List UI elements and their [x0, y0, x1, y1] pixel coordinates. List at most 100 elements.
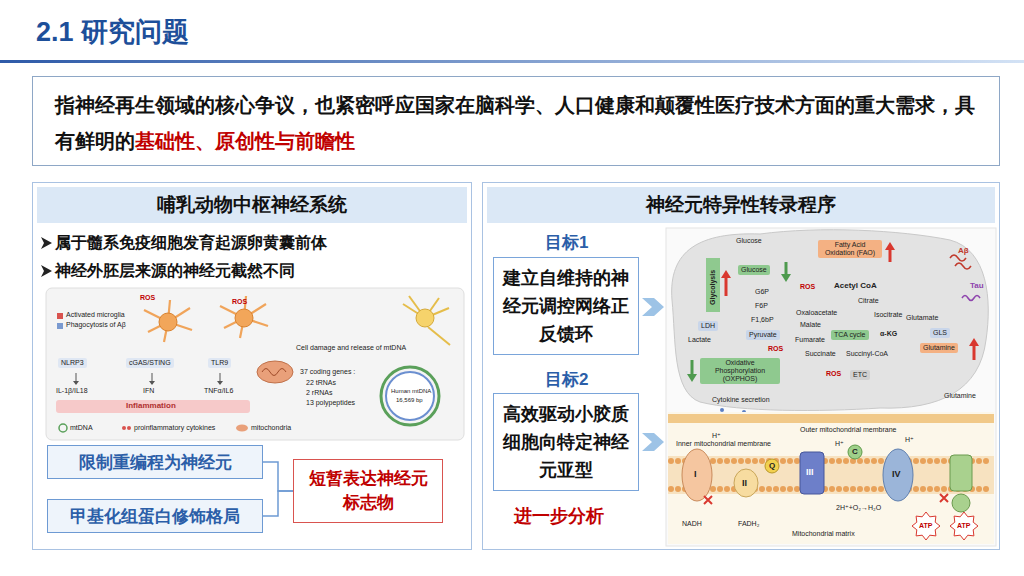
lipid-head	[871, 458, 877, 464]
legend-icon	[236, 425, 248, 432]
metabolite-label: Acetyl CoA	[834, 281, 877, 290]
cell-outline	[672, 230, 989, 411]
highlight-text: 基础性、原创性与前瞻性	[135, 130, 355, 152]
panel-header: 哺乳动物中枢神经系统	[37, 187, 467, 223]
lipid-head	[766, 486, 772, 492]
microglia-cell	[159, 313, 177, 331]
lipid-head	[941, 486, 947, 492]
bullet-text: 神经外胚层来源的神经元截然不同	[55, 261, 295, 282]
membrane-label: Inner mitochondrial membrane	[676, 440, 771, 448]
complex-iii	[800, 452, 824, 494]
proton-label: H⁺	[835, 440, 844, 448]
panel-header: 神经元特异性转录程序	[487, 187, 995, 223]
secretion-label: Cytokine secretion	[712, 396, 770, 404]
box-text: 限制重编程为神经元	[79, 451, 232, 474]
mtdna-label: Human mtDNA	[391, 388, 431, 395]
chevron-arrow	[642, 298, 664, 316]
box-text: 短暂表达神经元标志物	[302, 467, 434, 515]
membrane-label: Outer mitochondrial membrane	[800, 426, 897, 434]
mtdna-label: 16,569 bp	[396, 397, 423, 404]
gene-label: 37 coding genes :	[300, 368, 355, 376]
process-box: 限制重编程为神经元	[47, 445, 263, 479]
lipid-head	[920, 458, 926, 464]
left-panel: 哺乳动物中枢神经系统属于髓系免疫细胞发育起源卵黄囊前体神经外胚层来源的神经元截然…	[32, 182, 472, 550]
pathway-box: Oxidative Phosphorylation (OXPHOS)	[700, 358, 780, 384]
lipid-head	[794, 486, 800, 492]
lipid-head	[934, 486, 940, 492]
lipid-head	[871, 486, 877, 492]
legend-square	[57, 313, 63, 319]
legend-text: mitochondria	[251, 424, 291, 432]
protein-label: Tau	[970, 281, 984, 290]
lipid-head	[752, 458, 758, 464]
lipid-head	[787, 458, 793, 464]
atp-label: ATP	[957, 522, 970, 530]
decrease-arrow	[691, 360, 694, 376]
bullet-text: 属于髓系免疫细胞发育起源卵黄囊前体	[55, 233, 327, 254]
lipid-head	[976, 458, 982, 464]
metabolite-box: Glucose	[738, 265, 770, 275]
atp-label: ATP	[919, 522, 932, 530]
cytokine-label: IFN	[143, 387, 154, 395]
complex-iv	[883, 449, 913, 501]
cytochrome-c	[848, 445, 862, 459]
pathway-box: cGAS/STING	[126, 358, 174, 368]
complex-label: I	[694, 469, 697, 479]
mtdna-ring	[386, 372, 434, 420]
proton-label: H⁺	[905, 436, 914, 444]
illustration-ground	[666, 228, 996, 546]
metabolite-label: F6P	[755, 302, 768, 310]
neuron-axon	[428, 327, 450, 345]
increase-arrow	[725, 276, 728, 296]
legend-text: Phagocytosis of Aβ	[66, 321, 126, 329]
substrate-label: FADH₂	[738, 520, 759, 528]
metabolite-label: Succinyl-CoA	[846, 350, 888, 358]
tau-fibril	[962, 296, 980, 301]
bullet-arrow	[41, 237, 52, 249]
metabolite-label: α-KG	[880, 330, 897, 338]
legend-icon	[59, 424, 67, 432]
protein-label: Aβ	[958, 246, 969, 255]
lipid-head	[668, 486, 674, 492]
legend-text: mtDNA	[70, 424, 93, 432]
block-cross	[940, 494, 948, 502]
pathway-box: ETC	[850, 370, 870, 380]
arrow-head	[885, 242, 895, 250]
lipid-head	[983, 458, 989, 464]
decrease-arrow	[785, 262, 788, 276]
goal-box: 高效驱动小胶质细胞向特定神经元亚型	[493, 393, 639, 491]
mitochondrion-crista	[262, 369, 286, 376]
arrow-head	[687, 374, 697, 382]
metabolite-label: Glutamate	[906, 314, 938, 322]
illustration-ground	[46, 288, 464, 440]
metabolite-label: Fumarate	[795, 336, 825, 344]
atp-synthase-head	[952, 494, 970, 512]
complex-i	[682, 449, 712, 501]
arrow-head	[149, 381, 155, 385]
metabolite-label: Glucose	[736, 237, 762, 245]
lipid-head	[927, 486, 933, 492]
complex-label: III	[806, 467, 814, 477]
metabolite-label: F1,6bP	[751, 316, 774, 324]
atp-burst	[950, 512, 978, 540]
pathway-box: TCA cycle	[831, 330, 869, 340]
mtdna-ring	[381, 367, 439, 425]
lipid-head	[857, 486, 863, 492]
ros-label: ROS	[140, 294, 155, 302]
ros-label: ROS	[232, 298, 247, 306]
lipid-head	[780, 458, 786, 464]
lipid-head	[829, 486, 835, 492]
inner-membrane	[668, 456, 994, 494]
title-rule	[0, 60, 1024, 63]
lipid-head	[836, 486, 842, 492]
lipid-head	[976, 486, 982, 492]
mitochondrion	[257, 361, 293, 383]
gene-label: 22 tRNAs	[306, 379, 336, 387]
lipid-head	[773, 486, 779, 492]
inflammation-label: Inflammation	[126, 401, 176, 410]
lipid-head	[829, 458, 835, 464]
increase-arrow	[889, 248, 892, 262]
microglia-cell	[235, 309, 253, 327]
lipid-head	[913, 458, 919, 464]
